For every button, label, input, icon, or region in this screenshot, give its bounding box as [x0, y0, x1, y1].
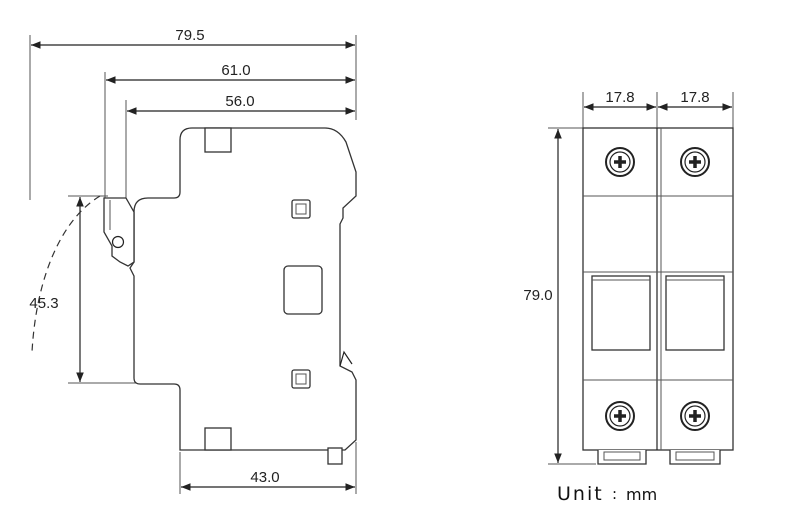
dimension-label-61-0: 61.0: [221, 62, 250, 79]
swing-arc-dashed: [31, 195, 101, 353]
rail-clip-lever: [103, 197, 135, 267]
side-view: 79.5 61.0 56.0 45.3: [29, 27, 357, 494]
unit-separator: :: [612, 485, 617, 503]
bottom-foot: [327, 447, 343, 465]
unit-label: Unit: [557, 483, 604, 505]
screw-top-right-icon: [680, 147, 710, 177]
bottom-clip-left-inner: [603, 451, 641, 461]
dimension-label-pole-right: 17.8: [680, 89, 709, 106]
dimension-label-56-0: 56.0: [225, 93, 254, 110]
handle-left: [591, 275, 651, 351]
screw-bottom-left-icon: [605, 401, 635, 431]
lower-screw-square: [291, 369, 311, 389]
upper-screw-inner: [295, 203, 307, 215]
dimension-label-79-0: 79.0: [523, 287, 552, 304]
dimension-label-45-3: 45.3: [29, 295, 58, 312]
dimension-label-pole-left: 17.8: [605, 89, 634, 106]
handle-right: [665, 275, 725, 351]
bottom-clip-right-inner: [675, 451, 715, 461]
lower-screw-inner: [295, 373, 307, 385]
unit-value: mm: [626, 485, 657, 504]
handle-window: [283, 265, 323, 315]
upper-screw-square: [291, 199, 311, 219]
bottom-terminal-tab: [204, 427, 232, 451]
screw-bottom-right-icon: [680, 401, 710, 431]
dimension-label-79-5: 79.5: [175, 27, 204, 44]
unit-note: Unit : mm: [557, 483, 657, 505]
screw-top-left-icon: [605, 147, 635, 177]
dimension-label-43-0: 43.0: [250, 469, 279, 486]
clip-pivot-circle: [111, 235, 125, 249]
front-view: 17.8 17.8 79.0: [523, 89, 734, 465]
top-terminal-tab: [204, 127, 232, 153]
rail-notch: [339, 350, 353, 367]
